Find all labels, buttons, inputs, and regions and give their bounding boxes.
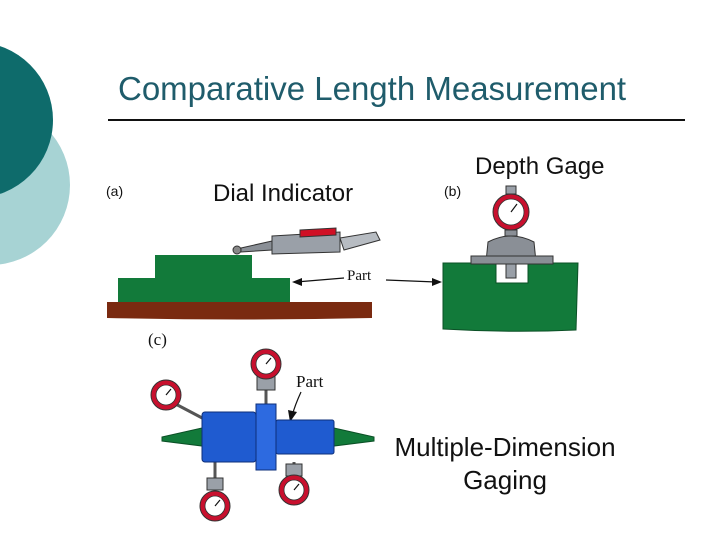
figure-c-part-label: Part xyxy=(296,372,324,391)
multiple-dimension-caption: Multiple-Dimension Gaging xyxy=(380,431,630,497)
caption-line-2: Gaging xyxy=(463,465,547,495)
indicator-body xyxy=(271,231,341,255)
blue-part-flange xyxy=(255,403,277,471)
title-underline xyxy=(108,119,685,121)
figure-b-tag: (b) xyxy=(444,183,462,199)
indicator-handle xyxy=(339,231,381,251)
caption-line-1: Multiple-Dimension xyxy=(394,432,616,462)
blue-part-right xyxy=(275,419,335,455)
stepped-part xyxy=(118,255,290,302)
blue-part-left xyxy=(201,411,257,463)
corner-decoration xyxy=(0,46,70,265)
slide-title: Comparative Length Measurement xyxy=(118,70,627,107)
depth-gage-base xyxy=(485,235,537,263)
indicator-contact-point xyxy=(232,245,242,255)
depth-part xyxy=(442,262,579,332)
indicator-red-button xyxy=(299,227,337,238)
indicator-stem xyxy=(240,240,273,253)
dark-teal-circle xyxy=(0,46,53,194)
depth-gage-bridge xyxy=(470,255,554,265)
gauge-left xyxy=(150,379,182,411)
depth-gage-plunger xyxy=(505,263,517,279)
figure-a-part-label: Part xyxy=(347,268,372,284)
figure-a-tag: (a) xyxy=(106,183,124,199)
gauge-bottom-right xyxy=(278,474,310,506)
left-anvil xyxy=(161,427,203,447)
part-arrow-right xyxy=(432,278,442,286)
part-arrow-left xyxy=(292,278,302,286)
gauge-top xyxy=(250,348,282,380)
gauge-bottom-left xyxy=(199,490,231,522)
depth-gage-heading: Depth Gage xyxy=(475,153,605,180)
right-anvil xyxy=(333,427,375,447)
dial-indicator-heading: Dial Indicator xyxy=(213,180,354,207)
figure-c-tag: (c) xyxy=(148,330,167,349)
depth-gage-dial xyxy=(492,193,530,231)
part-arrow-c xyxy=(288,410,297,422)
surface-plate xyxy=(107,302,372,320)
